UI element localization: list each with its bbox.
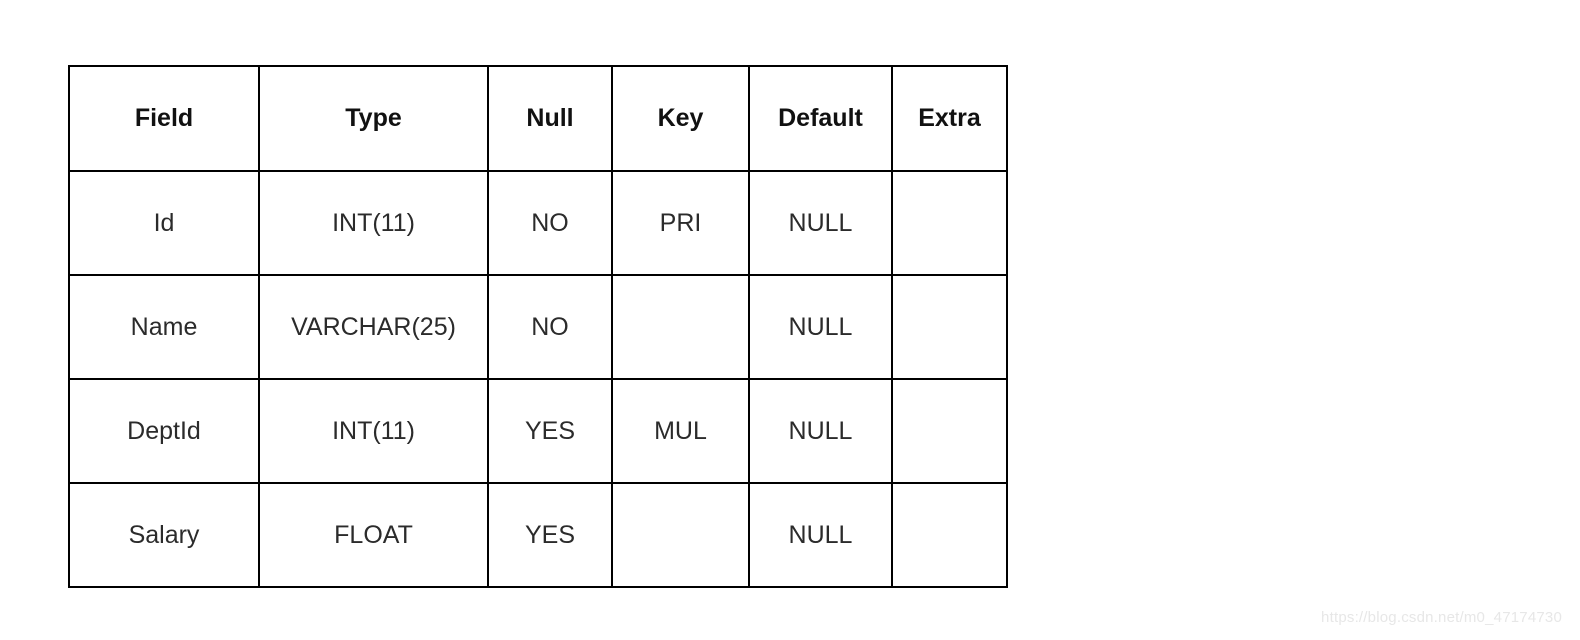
cell-field: Name [68, 274, 260, 380]
cell-type: FLOAT [258, 482, 489, 588]
cell-type: INT(11) [258, 378, 489, 484]
column-header-null: Null [487, 65, 613, 172]
cell-field: Id [68, 170, 260, 276]
schema-table-header: Field Type Null Key Default Extra [68, 65, 1008, 172]
cell-default: NULL [748, 378, 893, 484]
cell-key [611, 482, 750, 588]
cell-extra [891, 170, 1008, 276]
column-header-extra: Extra [891, 65, 1008, 172]
cell-default: NULL [748, 482, 893, 588]
cell-key: MUL [611, 378, 750, 484]
table-row: Salary FLOAT YES NULL [68, 482, 1008, 588]
column-header-type: Type [258, 65, 489, 172]
cell-extra [891, 274, 1008, 380]
schema-table: Field Type Null Key Default Extra Id INT… [68, 65, 1008, 588]
cell-key: PRI [611, 170, 750, 276]
cell-null: NO [487, 274, 613, 380]
cell-type: VARCHAR(25) [258, 274, 489, 380]
table-row: Name VARCHAR(25) NO NULL [68, 274, 1008, 380]
cell-extra [891, 482, 1008, 588]
header-row: Field Type Null Key Default Extra [68, 65, 1008, 172]
cell-type: INT(11) [258, 170, 489, 276]
table-row: DeptId INT(11) YES MUL NULL [68, 378, 1008, 484]
schema-table-body: Id INT(11) NO PRI NULL Name VARCHAR(25) … [68, 170, 1008, 588]
cell-field: Salary [68, 482, 260, 588]
cell-null: NO [487, 170, 613, 276]
table-row: Id INT(11) NO PRI NULL [68, 170, 1008, 276]
column-header-field: Field [68, 65, 260, 172]
column-header-key: Key [611, 65, 750, 172]
cell-null: YES [487, 482, 613, 588]
watermark-url: https://blog.csdn.net/m0_47174730 [1321, 609, 1562, 626]
cell-default: NULL [748, 274, 893, 380]
cell-field: DeptId [68, 378, 260, 484]
cell-null: YES [487, 378, 613, 484]
cell-default: NULL [748, 170, 893, 276]
cell-extra [891, 378, 1008, 484]
cell-key [611, 274, 750, 380]
column-header-default: Default [748, 65, 893, 172]
